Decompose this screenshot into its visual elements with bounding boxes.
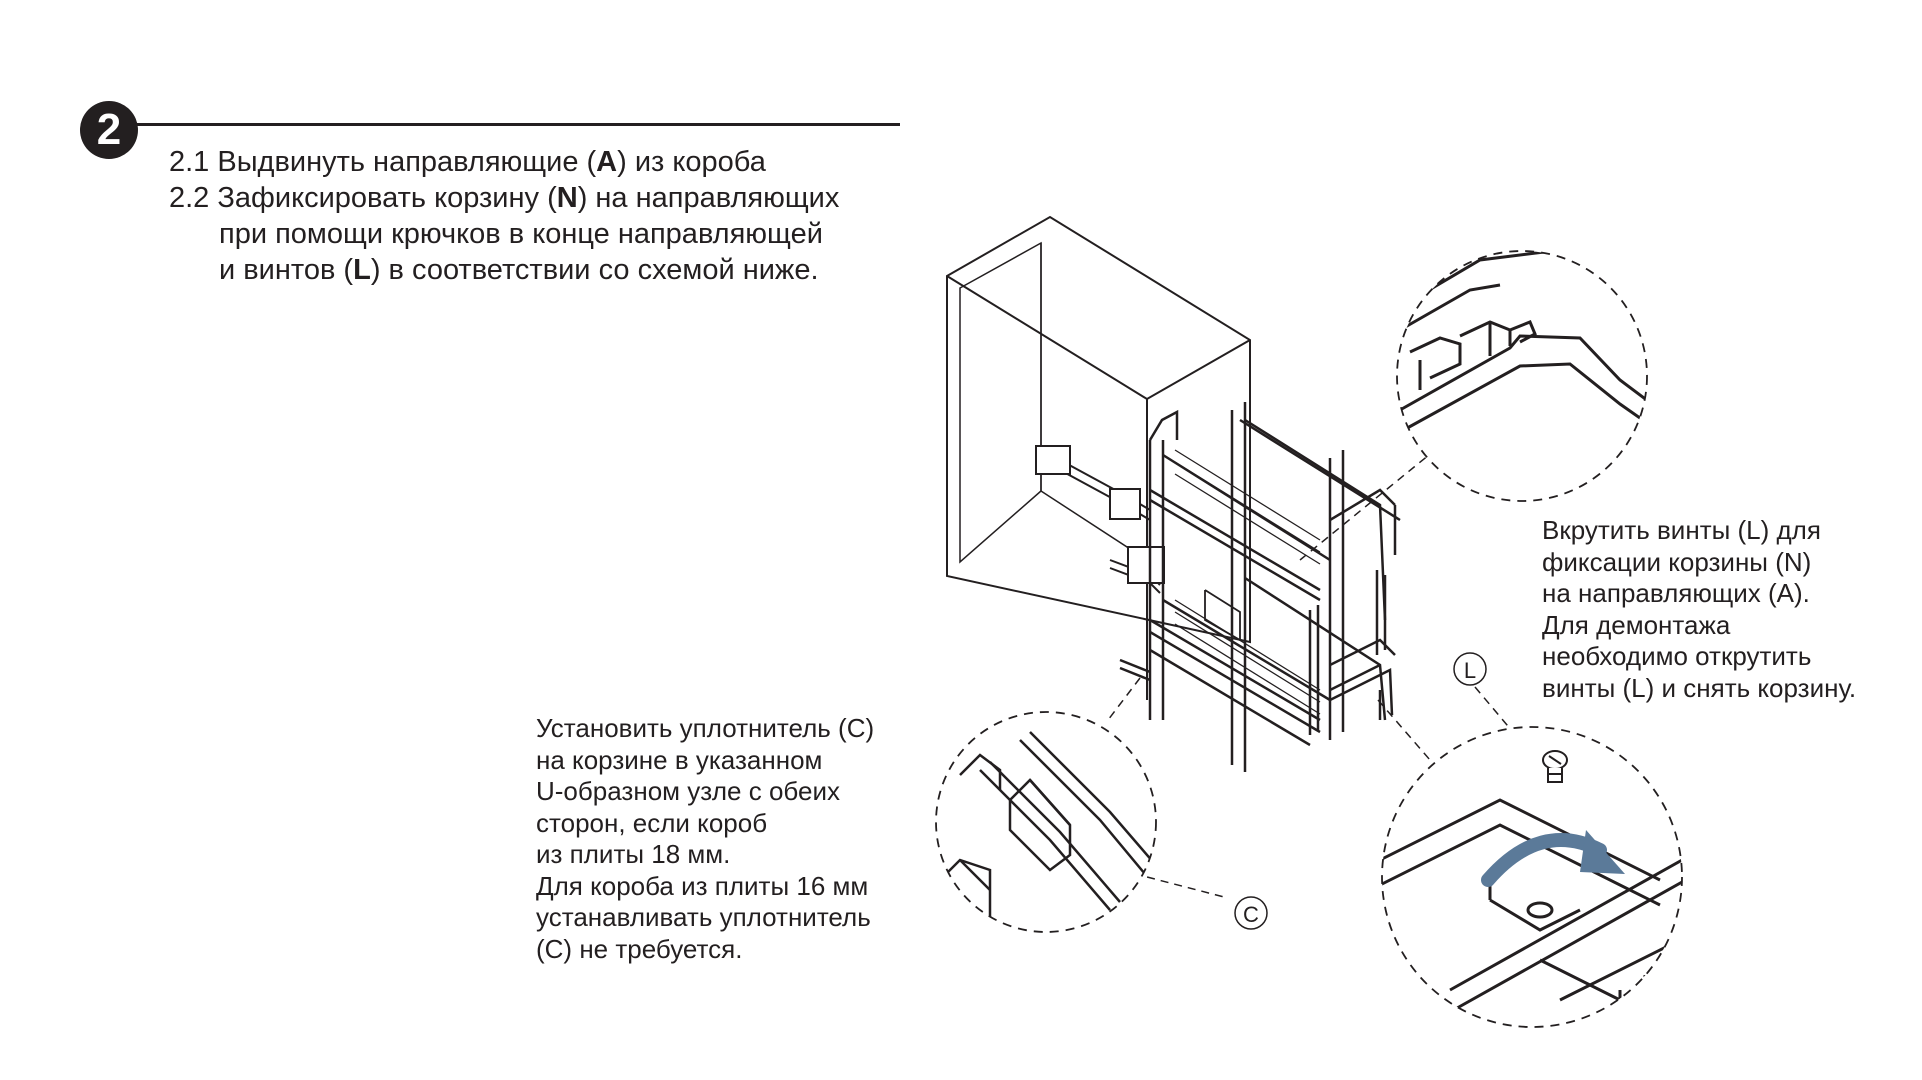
detail-screw-circle (1381, 726, 1683, 1028)
svg-text:L: L (1464, 658, 1476, 683)
wire-basket (1119, 402, 1401, 772)
screw-fixing-note: Вкрутить винты (L) для фиксации корзины … (1542, 515, 1857, 703)
label-c-callout: C (1234, 896, 1268, 930)
detail-hook-circle (1396, 250, 1648, 502)
instruction-line-2-1: 2.1 Выдвинуть направляющие (A) из короба (169, 146, 766, 178)
instruction-line-2-2-cont-1: при помощи крючков в конце направляющей (219, 218, 823, 250)
slide-rails (1035, 445, 1165, 594)
step-header-rule (136, 123, 900, 126)
screw-icon (1542, 750, 1568, 783)
step-instructions: 2.1 Выдвинуть направляющие (A) из короба… (169, 144, 839, 288)
instruction-line-2-2: 2.2 Зафиксировать корзину (N) на направл… (169, 182, 840, 214)
step-number-badge: 2 (80, 101, 138, 159)
seal-install-note: Установить уплотнитель (C) на корзине в … (536, 713, 875, 964)
svg-text:C: C (1243, 902, 1259, 927)
detail-seal-circle (935, 711, 1157, 933)
basket-inner-wires (1174, 449, 1321, 715)
label-l-callout: L (1453, 652, 1487, 686)
instruction-line-2-2-cont-2: и винтов (L) в соответствии со схемой ни… (219, 254, 819, 286)
cabinet-box (946, 215, 1251, 700)
